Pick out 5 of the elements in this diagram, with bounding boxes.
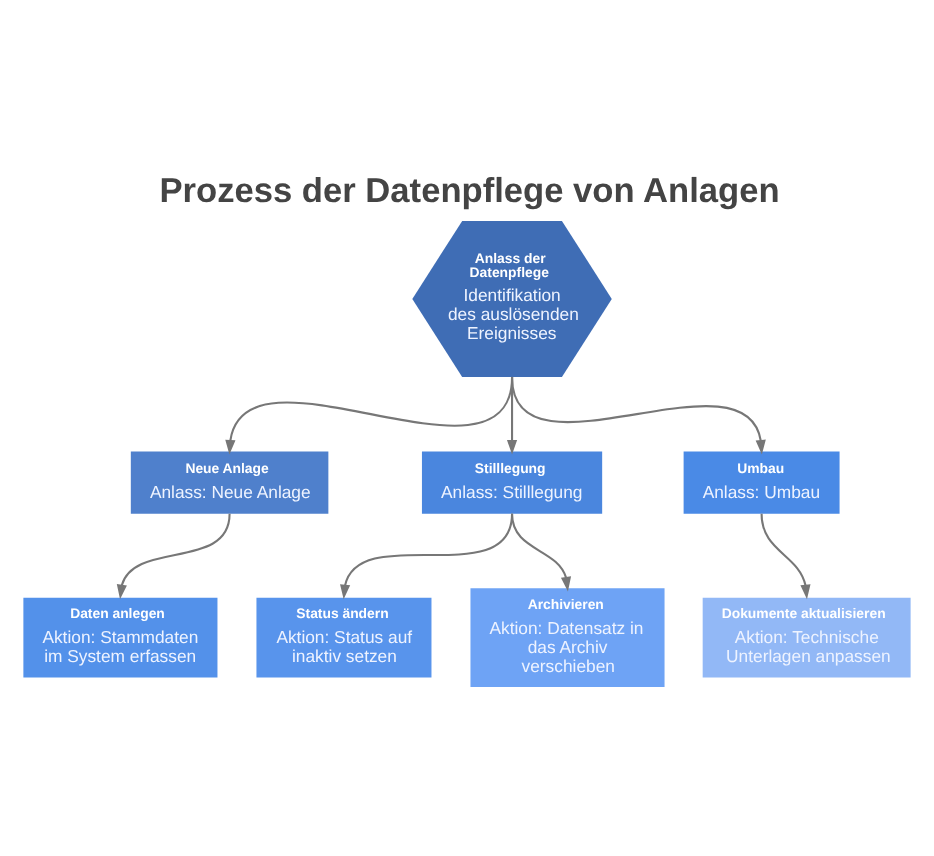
diagram-title: Prozess der Datenpflege von Anlagen: [159, 169, 780, 210]
arrow: [760, 513, 811, 600]
arrow: [511, 513, 572, 592]
arrow: [511, 376, 766, 455]
arrow: [116, 513, 231, 600]
